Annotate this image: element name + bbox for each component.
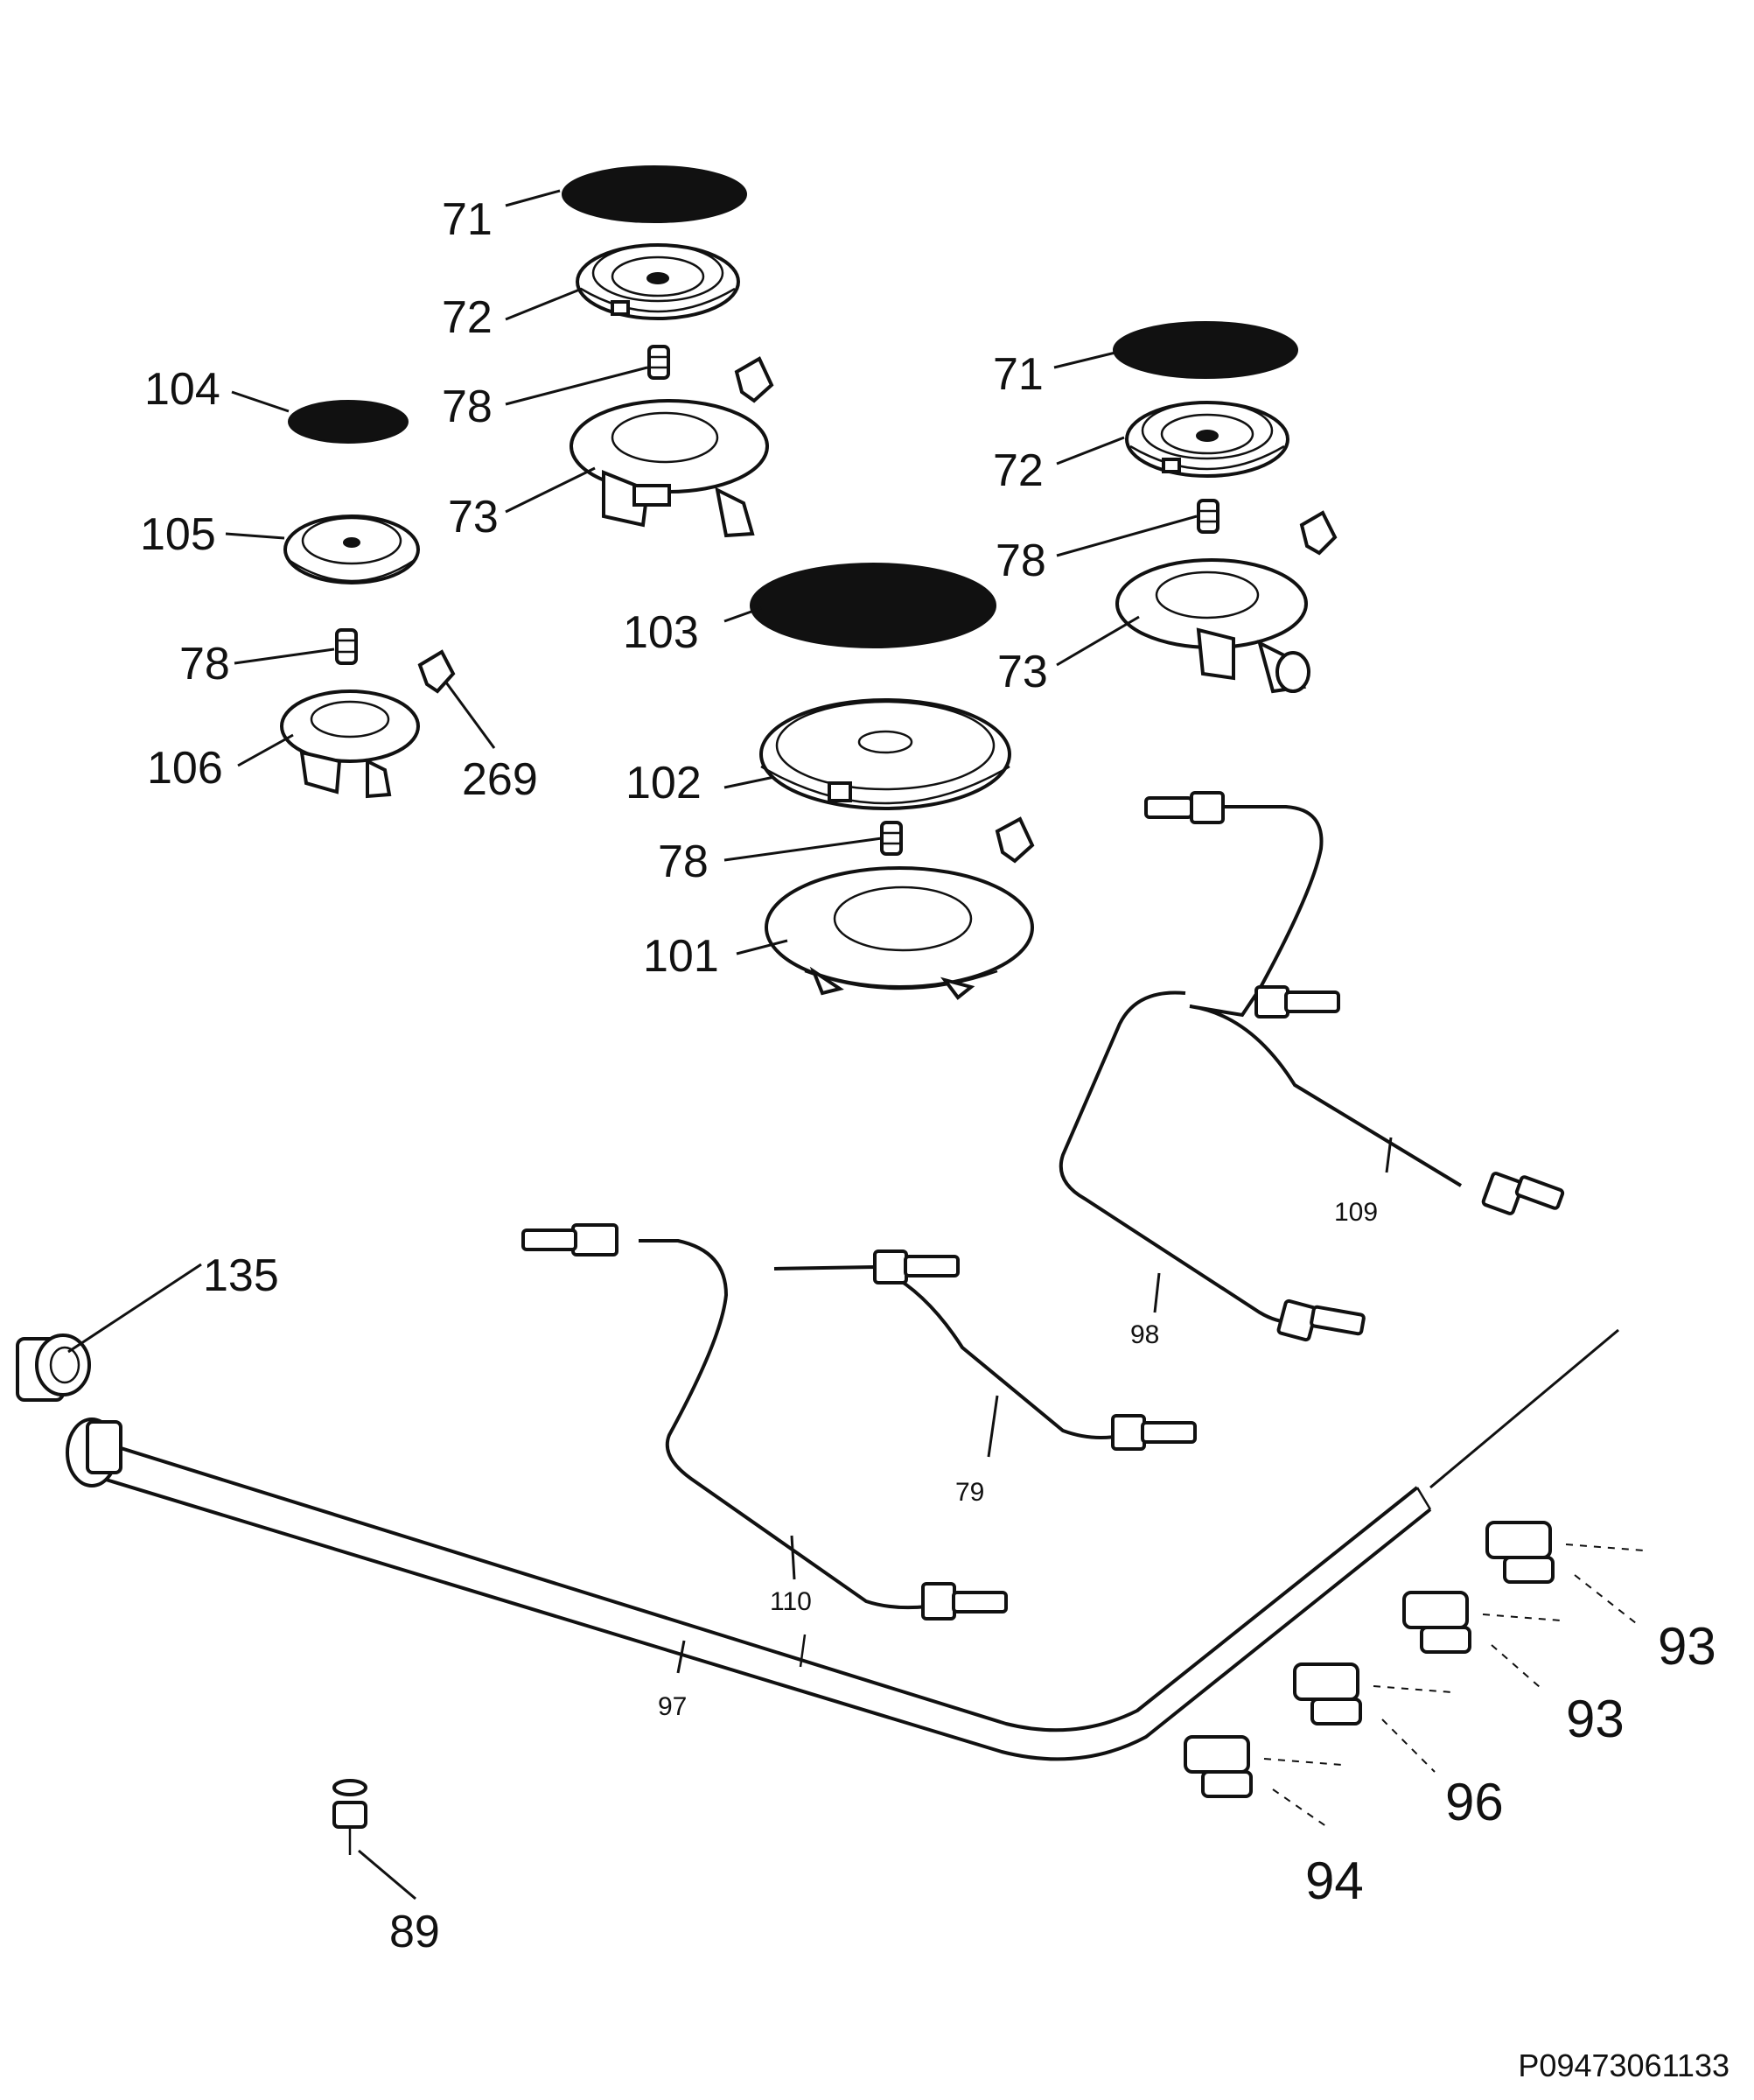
burner-cap-103 — [750, 563, 996, 648]
label-105: 105 — [140, 509, 216, 560]
label-97: 97 — [658, 1692, 687, 1721]
label-269: 269 — [462, 754, 538, 805]
gas-tap-93-b — [1402, 1591, 1562, 1654]
label-102: 102 — [625, 758, 702, 808]
label-104: 104 — [144, 364, 220, 415]
label-78-a: 78 — [442, 382, 493, 432]
gas-pipe-79 — [773, 1250, 1197, 1451]
clip-center — [995, 816, 1035, 864]
burner-body-106 — [280, 690, 420, 799]
label-72-right: 72 — [993, 445, 1044, 496]
gas-tap-96 — [1293, 1662, 1453, 1726]
label-78-d: 78 — [658, 836, 709, 887]
label-93-a: 93 — [1658, 1617, 1716, 1676]
label-109: 109 — [1334, 1198, 1378, 1227]
injector-78-b — [335, 628, 358, 665]
injector-78-c — [1197, 499, 1219, 534]
label-94: 94 — [1305, 1852, 1364, 1910]
injector-78-d — [880, 821, 903, 856]
burner-body-101 — [765, 866, 1034, 1000]
screw-89 — [332, 1779, 367, 1855]
injector-78-a — [647, 345, 670, 380]
diagram-code: P09473061133 — [1518, 2048, 1730, 2083]
flame-spreader-102 — [759, 698, 1011, 810]
label-93-b: 93 — [1566, 1690, 1625, 1748]
gas-pipe-98 — [1059, 990, 1366, 1342]
label-135: 135 — [203, 1250, 279, 1301]
label-101: 101 — [643, 931, 719, 982]
burner-cap-71-right — [1113, 321, 1298, 379]
label-78-b: 78 — [179, 639, 230, 690]
burner-body-73-right — [1115, 558, 1310, 694]
gas-pipe-110 — [521, 1223, 1008, 1620]
label-73-top: 73 — [448, 492, 499, 542]
label-71-right: 71 — [993, 349, 1044, 400]
clip-269 — [417, 649, 456, 694]
label-110: 110 — [770, 1587, 812, 1616]
clip-right — [1299, 510, 1338, 556]
flame-spreader-105 — [283, 514, 420, 584]
label-96: 96 — [1445, 1773, 1504, 1831]
label-98: 98 — [1130, 1320, 1159, 1349]
flame-spreader-72-right — [1125, 401, 1289, 478]
gas-pipe-109 — [1144, 791, 1565, 1215]
label-73-right: 73 — [997, 647, 1048, 697]
label-103: 103 — [623, 607, 699, 658]
burner-cap-104 — [288, 400, 409, 444]
gas-manifold-97 — [66, 1328, 1619, 1761]
label-78-c: 78 — [996, 536, 1046, 586]
label-106: 106 — [147, 743, 223, 794]
elbow-135 — [16, 1334, 91, 1402]
label-89: 89 — [389, 1907, 440, 1957]
flame-spreader-72-top — [576, 243, 740, 320]
burner-body-73-top — [570, 399, 769, 538]
gas-tap-94 — [1184, 1735, 1344, 1798]
gas-tap-93-a — [1485, 1521, 1646, 1584]
label-72-top: 72 — [442, 292, 493, 343]
burner-cap-71-top — [562, 165, 747, 223]
label-71-top: 71 — [442, 194, 493, 245]
clip-top — [734, 356, 774, 403]
label-79: 79 — [955, 1478, 984, 1507]
